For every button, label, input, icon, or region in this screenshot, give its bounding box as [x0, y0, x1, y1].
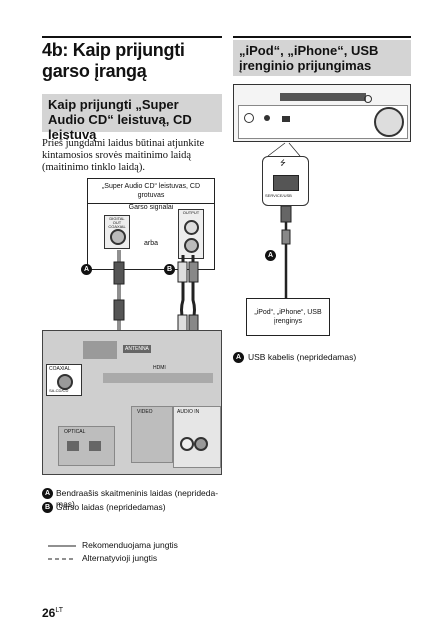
volume-knob: [374, 107, 404, 137]
audio-in-label: AUDIO IN: [177, 409, 200, 415]
usb-front-port: [282, 116, 290, 122]
left-top-rule: [42, 36, 222, 38]
coaxial-sacd-label: SA-CD/CD: [49, 388, 69, 393]
coax-plug-top: [113, 261, 125, 285]
coax-jack: [110, 229, 126, 245]
power-button: [244, 113, 254, 123]
coaxial-in-label: COAXIAL: [49, 366, 71, 372]
headphone-jack: [264, 115, 270, 121]
usb-zoom-inset: ⭍ SERVICE/USB: [262, 156, 309, 206]
hdmi-row: [103, 373, 213, 383]
right-legend-marker-a: A: [233, 352, 244, 363]
coaxial-in-box: COAXIAL SA-CD/CD: [46, 364, 82, 396]
antenna-block: [83, 341, 117, 359]
ipod-device-label: „iPod“, „iPhone“, USB įrenginys: [254, 309, 322, 325]
audio-out-port: OUTPUT: [178, 209, 204, 259]
or-label: arba: [144, 240, 159, 247]
usb-plug-bottom: [281, 229, 291, 245]
receiver-rear-panel: ANTENNA HDMI COAXIAL SA-CD/CD VIDEO AUDI…: [42, 330, 222, 475]
usb-symbol: ⭍: [280, 160, 286, 167]
coax-plug-bottom: [113, 299, 125, 321]
optical-jack-1: [67, 441, 79, 451]
coax-out-port: DIGITAL OUT COAXIAL: [104, 215, 130, 249]
page-number-value: 26: [42, 606, 56, 620]
audio-in-jack-l: [180, 437, 194, 451]
legend-marker-b: B: [42, 502, 53, 513]
legend-marker-a: A: [42, 488, 53, 499]
audio-plug-r-top: [188, 261, 199, 283]
legend-recommended: Rekomenduojama jungtis: [82, 540, 178, 550]
legend-alternative: Alternatyvioji jungtis: [82, 553, 158, 563]
page-number-suffix: LT: [55, 607, 64, 614]
cd-player-label: „Super Audio CD“ leistuvas, CD grotuvas: [88, 182, 214, 204]
optical-block: OPTICAL: [58, 426, 115, 466]
page-number: 26LT: [42, 606, 63, 620]
intro-text: Prieš jungdami laidus būtinai atjunkite …: [42, 138, 205, 173]
usb-port-label: SERVICE/USB: [265, 193, 292, 198]
marker-b-left: B: [164, 264, 175, 275]
section-heading-usb: „iPod“, „iPhone“, USB įrenginio prijungi…: [233, 40, 411, 76]
usb-leader-right: [288, 142, 301, 157]
section-heading-cd: Kaip prijungti „Super Audio CD“ leistuvą…: [42, 94, 222, 142]
legend-a-text: Bendraašis skaitmeninis laidas (neprided…: [56, 488, 219, 509]
small-knob: [364, 95, 372, 103]
audio-out-label: OUTPUT: [182, 210, 200, 215]
marker-a-right: A: [265, 250, 276, 261]
ipod-device-box: „iPod“, „iPhone“, USB įrenginys: [246, 298, 330, 336]
right-top-rule: [233, 36, 411, 38]
audio-jack-r: [184, 238, 199, 253]
audio-plug-l-top: [177, 261, 188, 283]
cd-player-box: „Super Audio CD“ leistuvas, CD grotuvas …: [87, 178, 215, 270]
receiver-front-panel: [233, 84, 411, 142]
usb-plug-top: [280, 205, 292, 223]
front-display: [280, 93, 366, 101]
coaxial-in-jack: [57, 374, 73, 390]
audio-in-jack-r: [194, 437, 208, 451]
optical-jack-2: [89, 441, 101, 451]
legend-b-text: Garso laidas (nepridedamas): [56, 502, 166, 512]
coax-out-label: DIGITAL OUT COAXIAL: [108, 216, 126, 229]
audio-signals-label: Garso signalai: [128, 204, 174, 211]
audio-in-block: AUDIO IN: [173, 406, 221, 468]
audio-jack-l: [184, 220, 199, 235]
video-block: VIDEO: [131, 406, 173, 463]
optical-label: OPTICAL: [64, 429, 86, 435]
hdmi-label: HDMI: [153, 365, 166, 371]
video-label: VIDEO: [137, 409, 153, 415]
antenna-label: ANTENNA: [123, 345, 151, 353]
usb-zoom-port: [273, 175, 299, 191]
right-legend-a-text: USB kabelis (nepridedamas): [248, 352, 357, 362]
page-title: 4b: Kaip prijungti garso įrangą: [42, 40, 185, 81]
usb-leader-left: [267, 142, 286, 157]
marker-a-left: A: [81, 264, 92, 275]
